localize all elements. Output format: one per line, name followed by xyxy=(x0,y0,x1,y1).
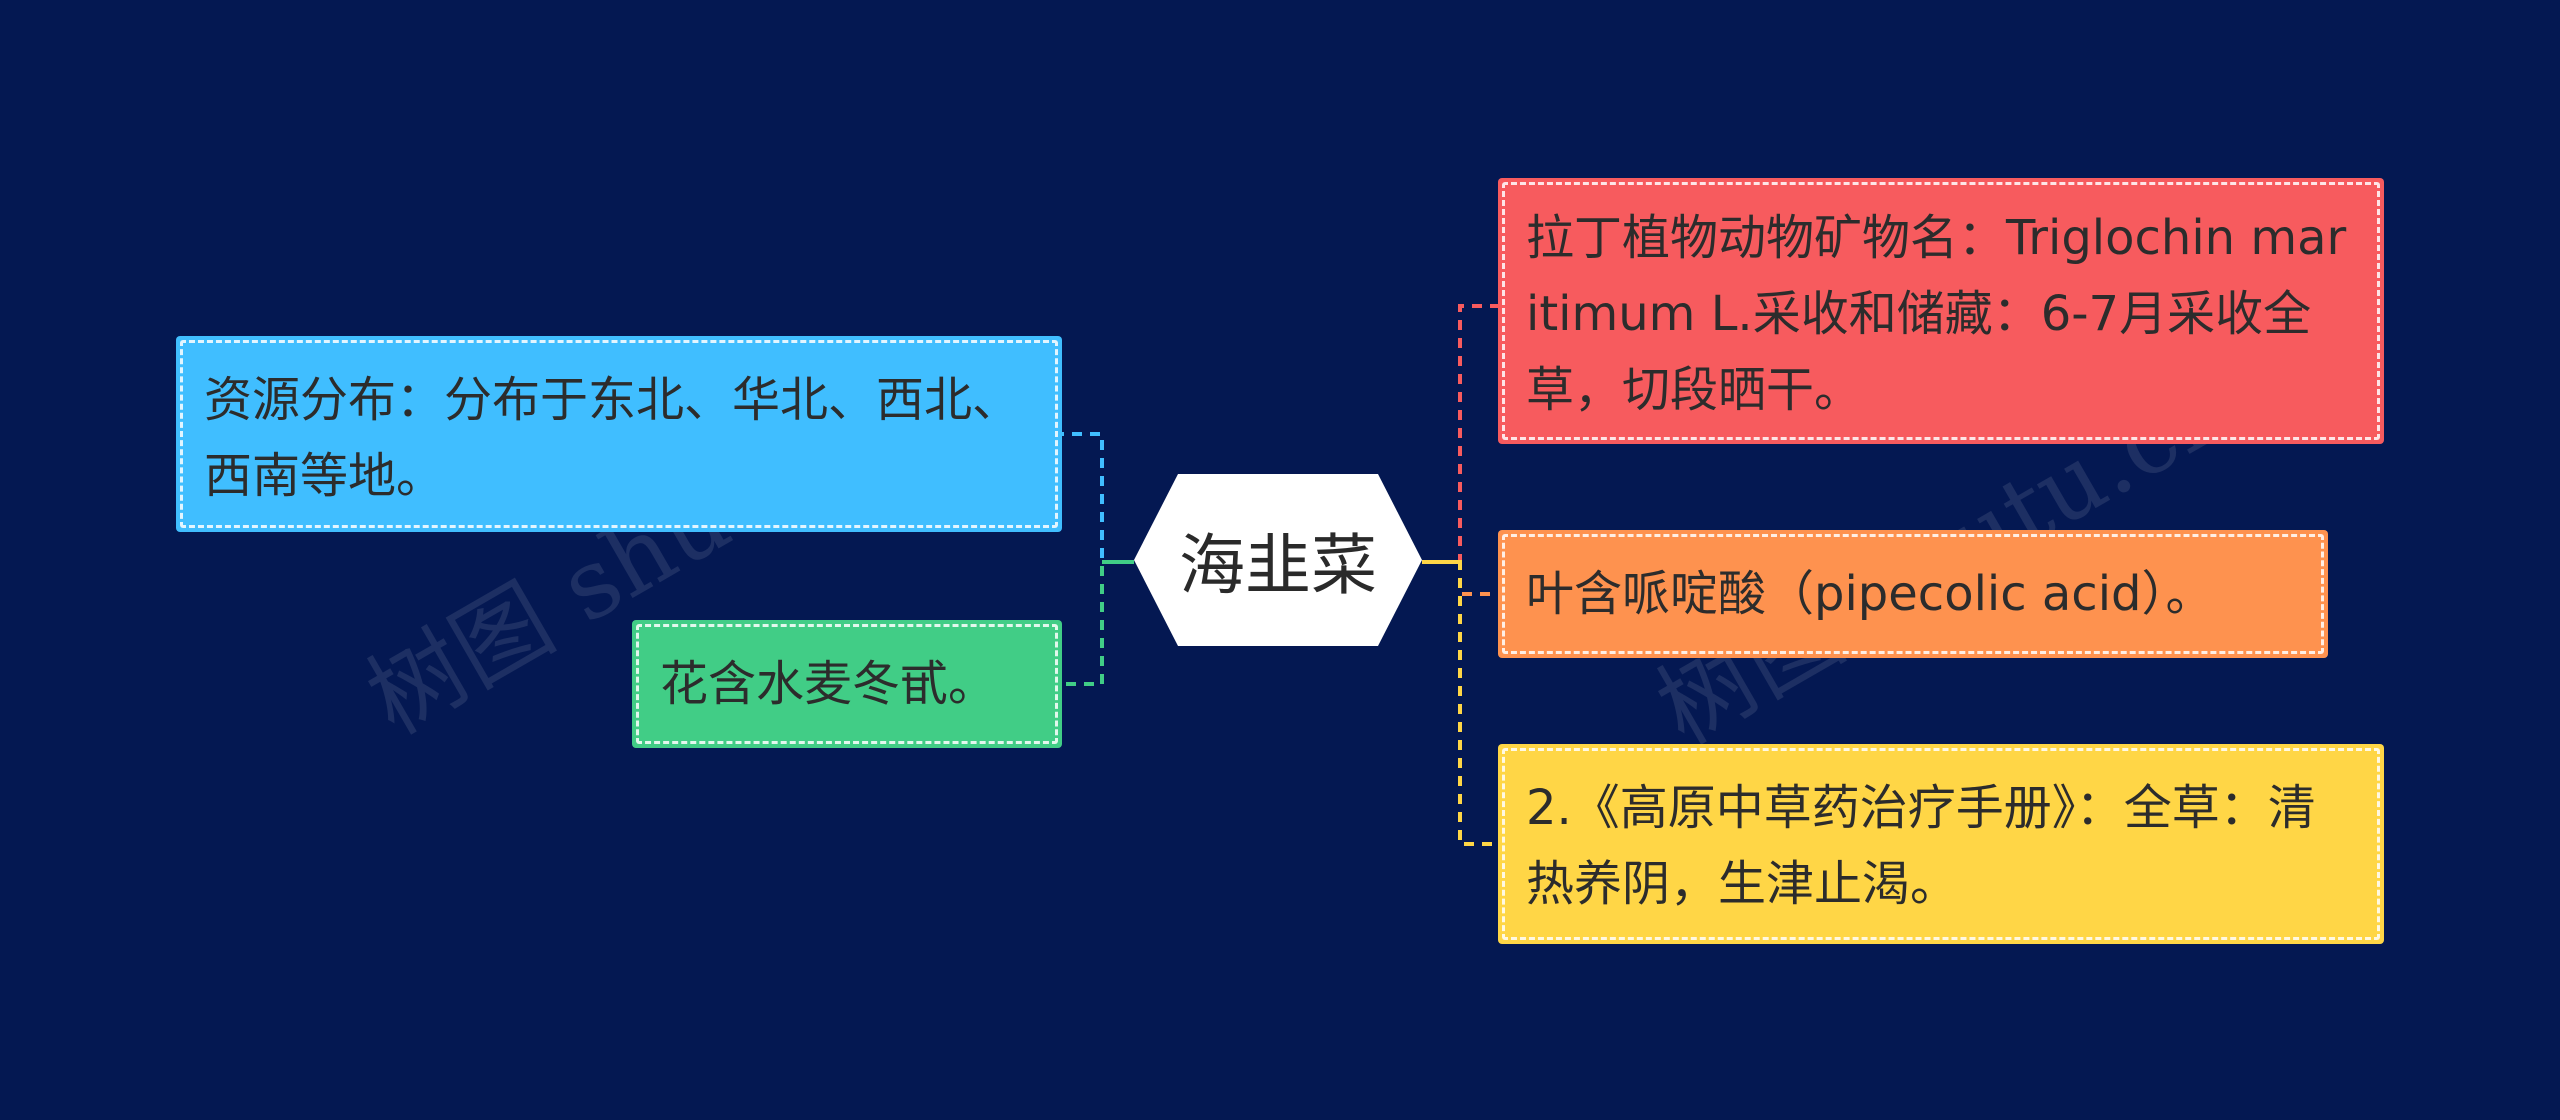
right-node-handbook[interactable]: 2.《高原中草药治疗手册》：全草：清热养阴，生津止渴。 xyxy=(1498,744,2384,944)
left-node-distribution-text: 资源分布：分布于东北、华北、西北、西南等地。 xyxy=(204,372,1021,504)
left-node-flower[interactable]: 花含水麦冬甙。 xyxy=(632,620,1062,748)
left-node-distribution[interactable]: 资源分布：分布于东北、华北、西北、西南等地。 xyxy=(176,336,1062,532)
connector-left-2 xyxy=(1062,560,1134,686)
connector-right-3 xyxy=(1422,560,1498,846)
root-hexagon-shape xyxy=(1134,474,1422,646)
right-node-latin-name-text: 拉丁植物动物矿物名：Triglochin maritimum L.采收和储藏：6… xyxy=(1526,210,2347,418)
root-node-label: 海韭菜 xyxy=(1179,527,1377,604)
connector-right-1 xyxy=(1422,304,1498,564)
left-node-flower-text: 花含水麦冬甙。 xyxy=(660,656,997,712)
right-node-leaf-text: 叶含哌啶酸（pipecolic acid）。 xyxy=(1526,566,2214,622)
connector-left-1 xyxy=(1062,432,1134,564)
right-node-handbook-text: 2.《高原中草药治疗手册》：全草：清热养阴，生津止渴。 xyxy=(1526,780,2316,912)
right-node-latin-name[interactable]: 拉丁植物动物矿物名：Triglochin maritimum L.采收和储藏：6… xyxy=(1498,178,2384,444)
root-node[interactable]: 海韭菜 xyxy=(1134,474,1422,646)
right-node-leaf[interactable]: 叶含哌啶酸（pipecolic acid）。 xyxy=(1498,530,2328,658)
